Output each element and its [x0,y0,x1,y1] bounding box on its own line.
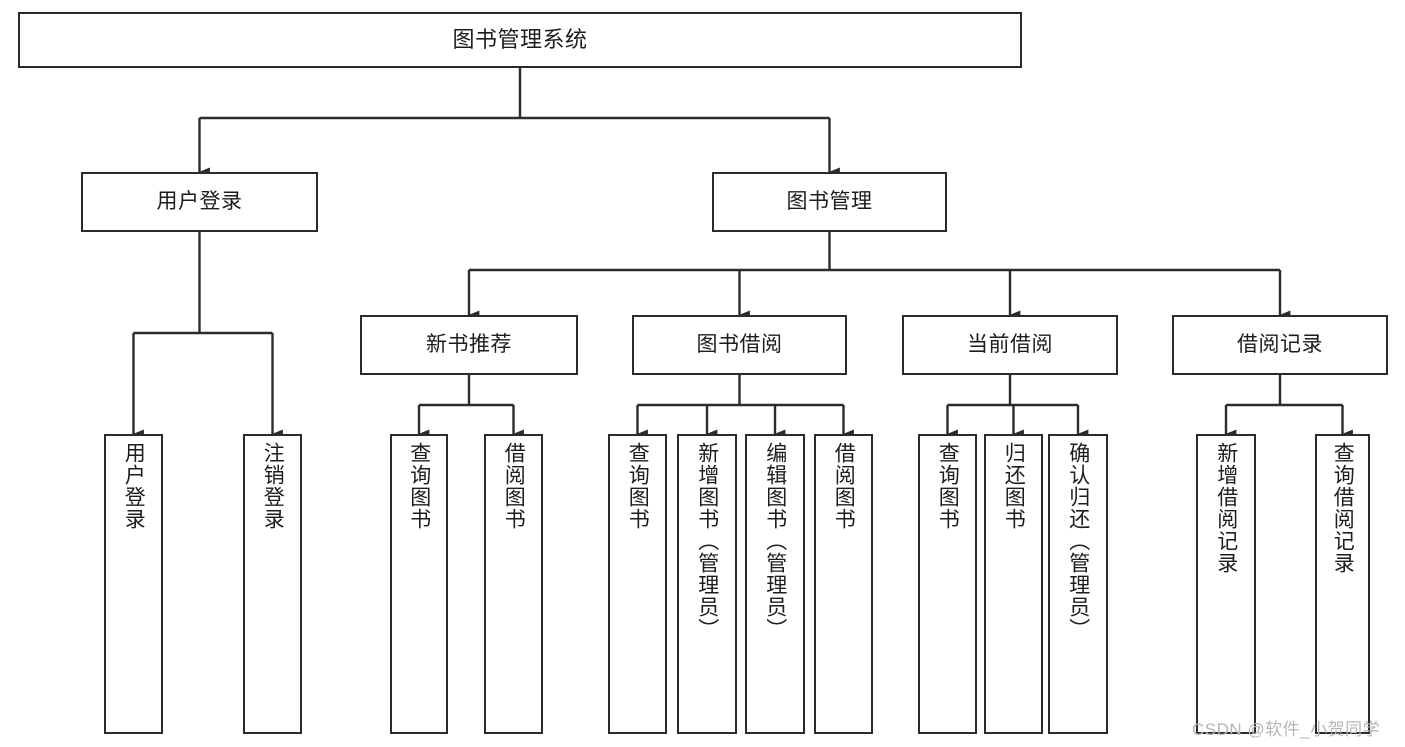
node-leaf-return-book[interactable]: 归还图书 [984,434,1043,734]
node-leaf-borrow-book-2[interactable]: 借阅图书 [814,434,873,734]
node-label: 图书管理 [786,189,873,213]
node-label: 借阅图书 [502,442,526,530]
node-label: 新增借阅记录 [1214,442,1238,574]
node-label: 查询图书 [936,442,960,530]
node-leaf-add-book[interactable]: 新增图书（管理员） [677,434,737,734]
node-label: 查询图书 [626,442,650,530]
node-leaf-query-book-3[interactable]: 查询图书 [918,434,977,734]
node-label: 注销登录 [261,442,285,530]
node-label: 归还图书 [1002,442,1026,530]
node-label: 查询图书 [407,442,431,530]
node-leaf-query-book-1[interactable]: 查询图书 [390,434,448,734]
node-label: 借阅图书 [832,442,856,530]
node-leaf-add-record[interactable]: 新增借阅记录 [1196,434,1256,734]
node-current-borrow[interactable]: 当前借阅 [902,315,1118,375]
node-label: 查询借阅记录 [1331,442,1355,574]
node-user-login[interactable]: 用户登录 [81,172,318,232]
node-label: 图书借阅 [696,332,783,356]
node-label: 用户登录 [122,442,146,530]
node-leaf-query-book-2[interactable]: 查询图书 [608,434,667,734]
node-leaf-edit-book[interactable]: 编辑图书（管理员） [745,434,805,734]
edge-group [132,68,1353,439]
node-label: 新增图书（管理员） [695,442,719,640]
node-leaf-query-record[interactable]: 查询借阅记录 [1315,434,1370,734]
node-book-manage[interactable]: 图书管理 [712,172,947,232]
node-new-book-rec[interactable]: 新书推荐 [360,315,578,375]
node-leaf-borrow-book-1[interactable]: 借阅图书 [484,434,543,734]
node-leaf-user-login[interactable]: 用户登录 [104,434,163,734]
node-root[interactable]: 图书管理系统 [18,12,1022,68]
node-leaf-logout[interactable]: 注销登录 [243,434,302,734]
node-book-borrow[interactable]: 图书借阅 [632,315,847,375]
node-label: 新书推荐 [426,332,512,356]
node-label: 确认归还（管理员） [1066,442,1090,640]
node-label: 用户登录 [156,189,243,213]
node-label: 当前借阅 [967,332,1053,356]
node-label: 图书管理系统 [452,27,588,53]
node-label: 借阅记录 [1237,332,1323,356]
node-label: 编辑图书（管理员） [763,442,787,640]
node-borrow-record[interactable]: 借阅记录 [1172,315,1388,375]
node-leaf-confirm-return[interactable]: 确认归还（管理员） [1048,434,1108,734]
watermark: CSDN @软件_小贺同学 [1192,720,1381,739]
